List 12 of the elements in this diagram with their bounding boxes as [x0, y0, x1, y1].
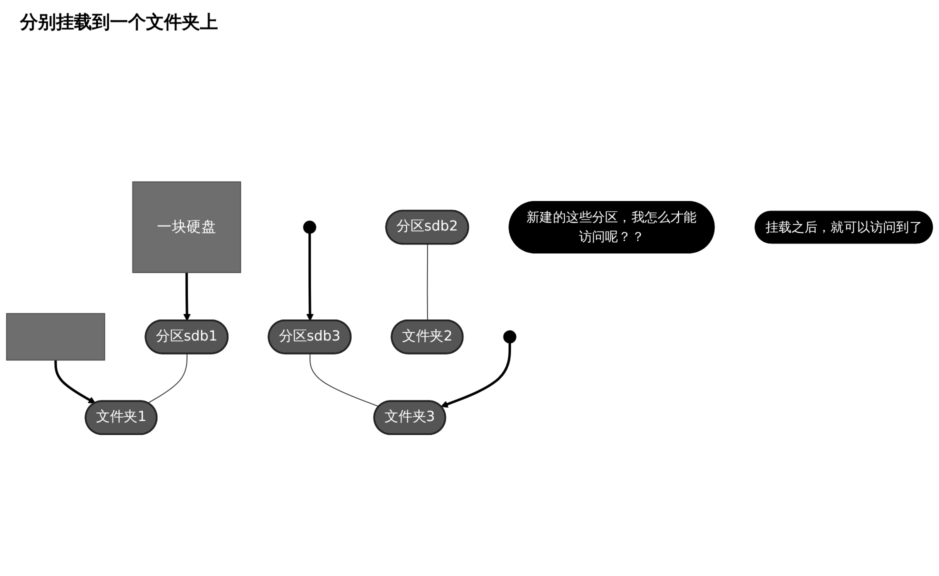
node-box [6, 313, 106, 361]
connector [147, 353, 188, 404]
connector [310, 353, 380, 407]
arrow [440, 342, 512, 408]
node-box: 一块硬盘 [132, 181, 242, 274]
arrow [54, 360, 96, 404]
arrow [183, 272, 191, 321]
node-person [503, 330, 516, 344]
note-text: 分别挂载到一个文件夹上 [20, 11, 218, 34]
arrow [306, 233, 314, 321]
connector [426, 244, 428, 322]
node-person [303, 220, 316, 234]
